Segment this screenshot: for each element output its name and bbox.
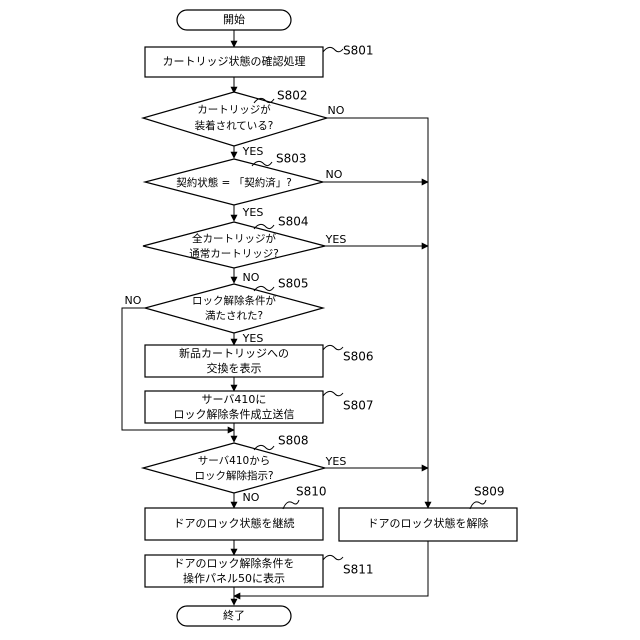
process-s806: 新品カートリッジへの 交換を表示	[145, 345, 323, 377]
process-s810: ドアのロック状態を継続	[145, 508, 323, 540]
end-label: 終了	[223, 608, 245, 622]
step-s811: S811	[343, 563, 374, 577]
decision-s804: 全カートリッジが 通常カートリッジ?	[143, 222, 325, 268]
process-s811-line1: ドアのロック解除条件を	[174, 556, 295, 570]
decision-s803: 契約状態 = 「契約済」?	[145, 159, 323, 205]
branch-s805-yes: YES	[242, 332, 264, 345]
process-s807-line2: ロック解除条件成立送信	[174, 407, 295, 421]
process-s807-line1: サーバ410に	[202, 393, 267, 406]
decision-s804-line1: 全カートリッジが	[192, 232, 276, 245]
decision-s804-line2: 通常カートリッジ?	[189, 247, 279, 260]
branch-s804-no: NO	[243, 271, 260, 284]
decision-s808-line2: ロック解除指示?	[194, 469, 273, 482]
end-terminal: 終了	[177, 606, 291, 626]
step-s806-leader	[323, 345, 343, 350]
branch-s805-no: NO	[125, 294, 142, 307]
process-s811: ドアのロック解除条件を 操作パネル50に表示	[145, 555, 323, 587]
decision-s805-line1: ロック解除条件が	[192, 294, 276, 307]
decision-s808-line1: サーバ410から	[198, 455, 270, 467]
step-s803: S803	[276, 152, 307, 166]
process-s806-line1: 新品カートリッジへの	[179, 346, 289, 360]
decision-s802-line1: カートリッジが	[197, 103, 271, 116]
branch-s803-no: NO	[326, 168, 343, 181]
process-s806-line2: 交換を表示	[207, 361, 262, 375]
start-label: 開始	[223, 12, 245, 26]
branch-s803-yes: YES	[242, 206, 264, 219]
branch-s802-no: NO	[328, 104, 345, 117]
branch-s802-yes: YES	[242, 145, 264, 158]
step-s810: S810	[296, 485, 327, 499]
step-s807: S807	[343, 399, 374, 413]
process-s809: ドアのロック状態を解除	[339, 508, 517, 541]
decision-s805: ロック解除条件が 満たされた?	[145, 284, 323, 333]
branch-s808-yes: YES	[325, 455, 347, 468]
start-terminal: 開始	[177, 10, 291, 30]
step-s802: S802	[277, 89, 308, 103]
step-s809: S809	[474, 485, 505, 499]
process-s801: カートリッジ状態の確認処理	[145, 47, 323, 77]
branch-s804-yes: YES	[325, 233, 347, 246]
process-s809-label: ドアのロック状態を解除	[368, 516, 489, 530]
step-s808: S808	[278, 434, 309, 448]
process-s807: サーバ410に ロック解除条件成立送信	[145, 391, 323, 423]
process-s810-label: ドアのロック状態を継続	[174, 516, 295, 530]
decision-s803-label: 契約状態 = 「契約済」?	[176, 176, 292, 189]
branch-s808-no: NO	[243, 491, 260, 504]
process-s801-label: カートリッジ状態の確認処理	[163, 54, 306, 68]
decision-s805-line2: 満たされた?	[205, 310, 263, 322]
step-s801-leader	[323, 47, 343, 52]
step-s807-leader	[323, 391, 343, 396]
step-s805: S805	[278, 277, 309, 291]
process-s811-line2: 操作パネル50に表示	[183, 571, 285, 585]
step-s801: S801	[343, 44, 374, 58]
step-s806: S806	[343, 350, 374, 364]
step-s811-leader	[323, 555, 343, 560]
step-s804: S804	[278, 215, 309, 229]
decision-s802-line2: 装着されている?	[195, 119, 274, 132]
